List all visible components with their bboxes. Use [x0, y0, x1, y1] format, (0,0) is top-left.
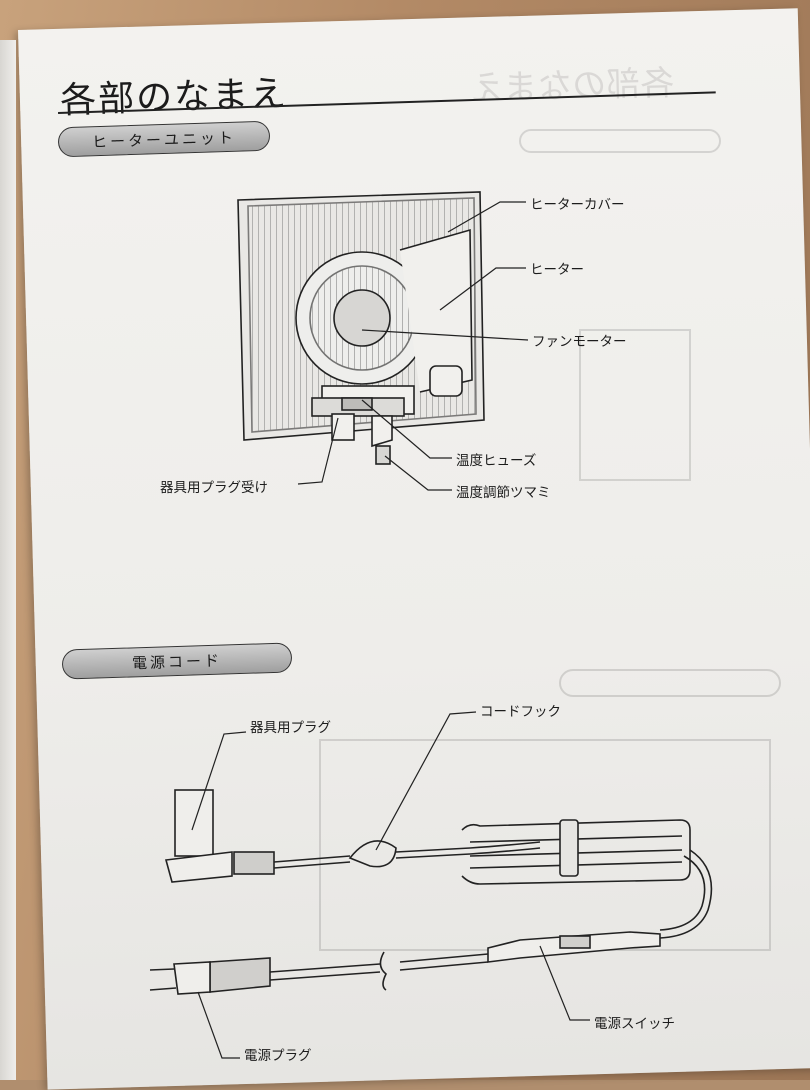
label-cord-hook: コードフック	[480, 704, 561, 720]
label-fan-motor: ファンモーター	[532, 334, 627, 350]
label-power-plug: 電源プラグ	[244, 1048, 312, 1064]
label-temperature-knob: 温度調節ツマミ	[456, 485, 551, 501]
heater-unit-drawing	[237, 191, 485, 465]
label-heater: ヒーター	[530, 262, 584, 278]
label-heater-cover: ヒーターカバー	[530, 197, 625, 213]
label-appliance-plug: 器具用プラグ	[250, 720, 331, 736]
label-power-switch: 電源スイッチ	[594, 1016, 675, 1032]
label-thermal-fuse: 温度ヒューズ	[456, 453, 537, 469]
label-plug-receptacle: 器具用プラグ受け	[160, 480, 268, 496]
power-cord-drawing	[149, 789, 713, 995]
page-spine-shadow	[0, 40, 16, 1080]
